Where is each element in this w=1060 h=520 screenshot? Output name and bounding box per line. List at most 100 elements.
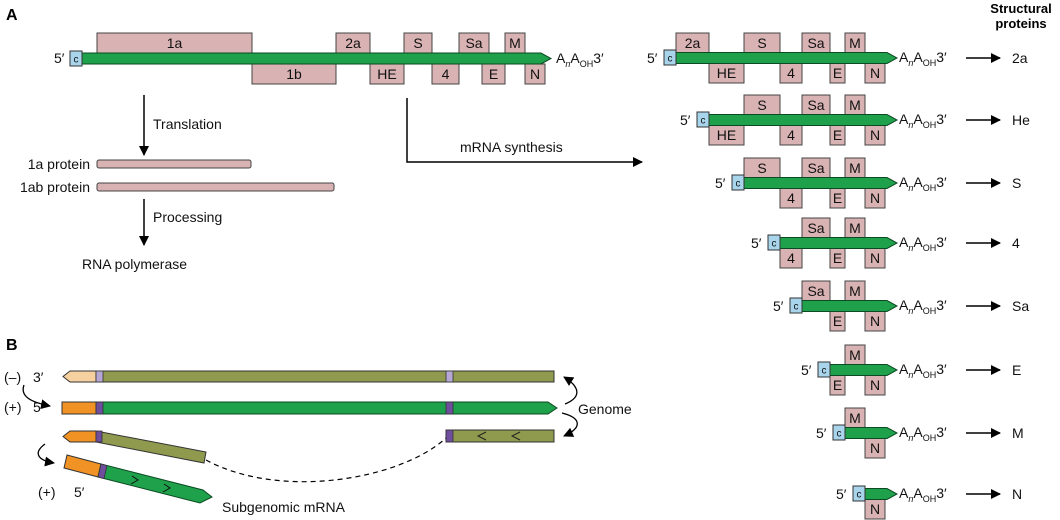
mrna-box-label: E	[833, 190, 842, 206]
minus-subgenomic	[62, 430, 207, 464]
mrna-strand	[844, 427, 899, 439]
structural-protein-n: N	[1012, 486, 1022, 502]
mrna-box-label: N	[870, 377, 880, 393]
fragment-trs	[445, 429, 454, 443]
mrna-five-prime: 5′	[715, 175, 726, 191]
mrna-cap-label: c	[822, 366, 827, 377]
mrna-box-label: E	[833, 313, 842, 329]
cap-label: c	[74, 55, 79, 66]
translation-label: Translation	[153, 116, 222, 132]
sub-plus-label: (+)	[38, 484, 56, 500]
mrna-strand	[743, 177, 899, 189]
structural-protein-e: E	[1012, 362, 1021, 378]
plus-sub-leader	[63, 454, 102, 478]
minus-sub-trs	[95, 430, 103, 443]
plus-trs-body	[445, 401, 454, 415]
mrna-box-label: S	[757, 97, 766, 113]
genome-construct: c 5′ 1a 2a S Sa M 1b HE 4 E N AnAOH3′	[54, 32, 604, 85]
rna-polymerase-label: RNA polymerase	[82, 256, 187, 272]
mrna-box-label: N	[870, 501, 880, 517]
plus-sub-trs	[97, 463, 108, 480]
mrna-polya-tail: AnAOH3′	[899, 174, 947, 193]
mrna-cap-label: c	[794, 302, 799, 313]
label-n: N	[530, 66, 540, 82]
sub-synthesis-arrow	[37, 443, 55, 467]
mrna-box-label: 2a	[685, 35, 701, 51]
minus-strand-end: 3′	[33, 369, 44, 385]
mrna-five-prime: 5′	[801, 362, 812, 378]
protein-1ab-bar	[96, 182, 335, 192]
mrna-box-label: M	[849, 347, 861, 363]
structural-protein-s: S	[1012, 175, 1021, 191]
mrna-box-label: S	[757, 35, 766, 51]
mrna-strand	[675, 52, 899, 64]
minus-sub-body	[95, 430, 207, 464]
genome-polya-tail: AnAOH3′	[556, 50, 604, 69]
mrna-cap-label: c	[701, 116, 706, 127]
mrna-cap-label: c	[668, 54, 673, 65]
mrna-box-label: N	[870, 65, 880, 81]
protein-1a-bar	[96, 159, 252, 169]
label-2a: 2a	[345, 35, 361, 51]
minus-trs-5	[95, 370, 104, 383]
processing-label: Processing	[153, 209, 222, 225]
mrna-cap-box	[852, 485, 866, 502]
mrna-polya-tail: AnAOH3′	[899, 234, 947, 253]
plus-sub-body	[97, 463, 213, 504]
minus-strand	[62, 370, 555, 383]
mrna-box-label: M	[849, 220, 861, 236]
mrna-box-label: Sa	[807, 283, 824, 299]
mrna-five-prime: 5′	[751, 235, 762, 251]
minus-body-fragment	[445, 429, 555, 443]
mrna-box-label: 4	[787, 65, 795, 81]
mrna-strand	[801, 300, 899, 312]
label-m: M	[509, 35, 521, 51]
mrna-strand	[864, 488, 899, 500]
mrna-cap-label: c	[736, 179, 741, 190]
minus-leader	[62, 370, 97, 383]
structural-header-line1: Structural	[990, 1, 1051, 16]
label-e: E	[489, 66, 498, 82]
plus-strand	[61, 401, 558, 415]
mrna-polya-tail: AnAOH3′	[899, 297, 947, 316]
mrna-strand	[708, 114, 899, 126]
mrna-box-label: M	[849, 160, 861, 176]
genome-five-prime: 5′	[54, 50, 65, 66]
mrna-polya-tail: AnAOH3′	[899, 49, 947, 68]
genome-rna-strand	[81, 52, 553, 65]
plus-body	[95, 401, 558, 415]
protein-1ab-label: 1ab protein	[20, 179, 90, 195]
mrna-box-label: E	[833, 250, 842, 266]
plus-strand-label: (+)	[4, 399, 22, 415]
mrna-box-label: N	[870, 440, 880, 456]
structural-protein-4: 4	[1012, 235, 1020, 251]
label-1b: 1b	[286, 66, 302, 82]
mrna-cap-box	[696, 111, 710, 128]
mrna-cap-label: c	[857, 490, 862, 501]
mrna-five-prime: 5′	[816, 425, 827, 441]
mrna-cap-box	[663, 49, 677, 66]
mrna-cap-box	[767, 234, 781, 251]
fragment-body	[445, 429, 555, 443]
mrna-box-label: N	[870, 127, 880, 143]
mrna-box-label: N	[870, 313, 880, 329]
mrna-box-label: S	[757, 160, 766, 176]
mrna-cap-label: c	[772, 239, 777, 250]
mrna-strand	[779, 237, 899, 249]
mrna-box-label: HE	[717, 65, 736, 81]
mrna-cap-box	[832, 424, 846, 441]
mrna-box-label: Sa	[807, 220, 824, 236]
mrna-box-label: M	[849, 283, 861, 299]
mrna-box-label: N	[870, 250, 880, 266]
mrna-strand	[829, 364, 899, 376]
mrna-polya-tail: AnAOH3′	[899, 424, 947, 443]
mrna-cap-label: c	[837, 429, 842, 440]
mrna-five-prime: 5′	[773, 298, 784, 314]
plus-leader	[61, 401, 97, 415]
structural-protein-2a: 2a	[1012, 50, 1028, 66]
